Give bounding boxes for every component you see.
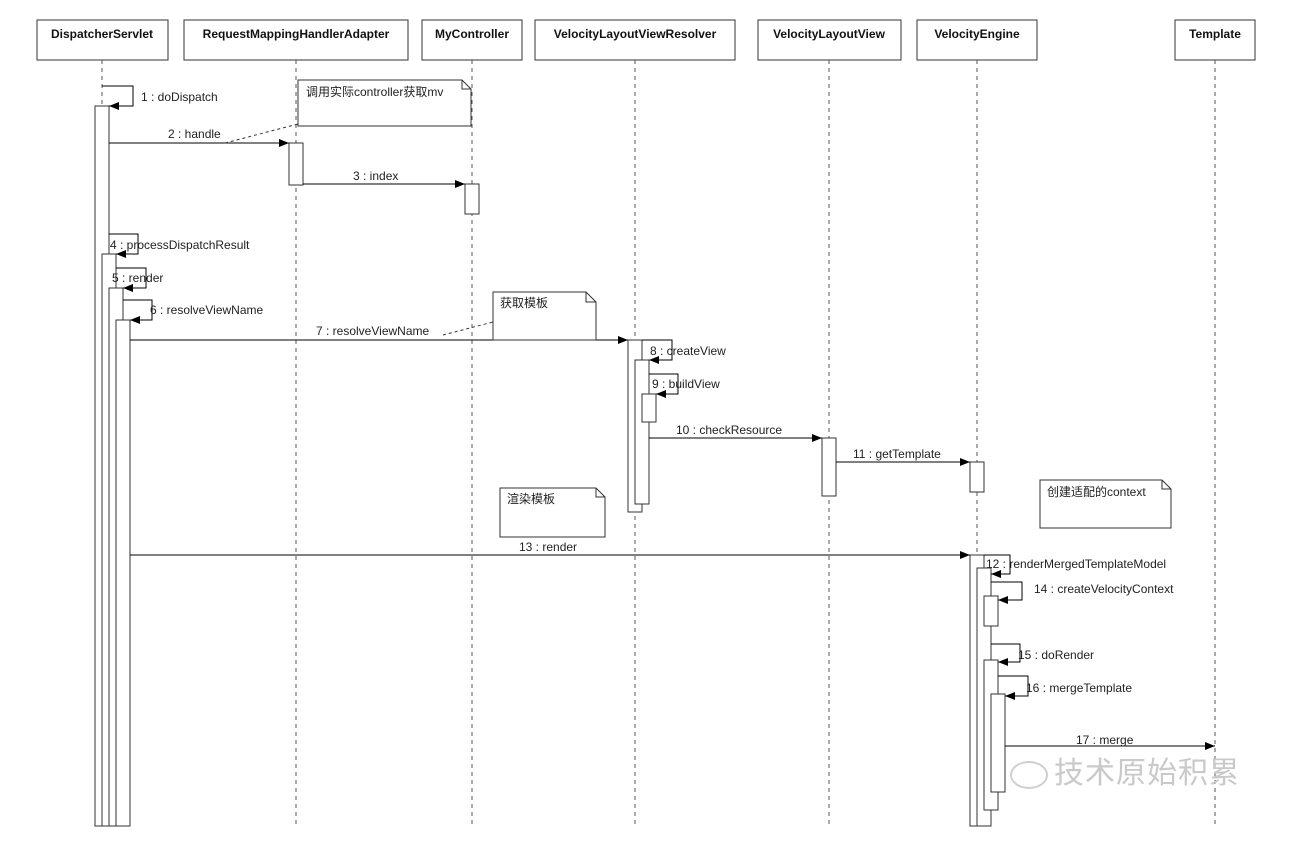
svg-text:VelocityLayoutViewResolver: VelocityLayoutViewResolver	[554, 27, 717, 41]
activation-resolver-3	[641, 393, 657, 423]
note-4: 创建适配的context	[1039, 479, 1172, 529]
participant-velocitylayoutviewresolver: VelocityLayoutViewResolver	[534, 19, 736, 824]
watermark: 技术原始积累	[1010, 748, 1240, 792]
message-4: 4 : processDispatchResult	[109, 233, 250, 258]
message-13: 13 : render	[130, 540, 970, 559]
participant-velocityengine: VelocityEngine	[916, 19, 1038, 824]
svg-text:10 : checkResource: 10 : checkResource	[676, 423, 782, 437]
message-2: 2 : handle	[109, 127, 289, 147]
watermark-text: 技术原始积累	[1054, 756, 1240, 791]
svg-text:2 : handle: 2 : handle	[168, 127, 221, 141]
svg-text:7 : resolveViewName: 7 : resolveViewName	[316, 324, 429, 338]
svg-text:11 : getTemplate: 11 : getTemplate	[853, 447, 941, 461]
activation-layoutview	[821, 437, 837, 497]
participant-requestmappinghandleradapter: RequestMappingHandlerAdapter	[183, 19, 409, 824]
svg-text:13 : render: 13 : render	[519, 540, 577, 554]
svg-text:DispatcherServlet: DispatcherServlet	[51, 27, 153, 41]
activation-dispatcher-4	[115, 319, 131, 827]
svg-text:12 : renderMergedTemplateModel: 12 : renderMergedTemplateModel	[986, 557, 1166, 571]
svg-text:RequestMappingHandlerAdapter: RequestMappingHandlerAdapter	[203, 27, 390, 41]
svg-text:创建适配的context: 创建适配的context	[1047, 484, 1146, 499]
message-10: 10 : checkResource	[649, 423, 822, 442]
activation-adapter	[288, 142, 304, 186]
activation-engine-1	[969, 461, 985, 493]
message-12: 12 : renderMergedTemplateModel	[984, 554, 1166, 578]
activation-resolver-2	[634, 359, 650, 505]
message-14: 14 : createVelocityContext	[991, 581, 1174, 604]
svg-text:4 : processDispatchResult: 4 : processDispatchResult	[110, 238, 250, 252]
svg-text:9 : buildView: 9 : buildView	[652, 377, 720, 391]
svg-text:VelocityEngine: VelocityEngine	[934, 27, 1020, 41]
message-8: 8 : createView	[642, 339, 726, 364]
svg-text:15 : doRender: 15 : doRender	[1018, 648, 1094, 662]
note-1: 调用实际controller获取mv	[224, 79, 472, 144]
svg-text:Template: Template	[1189, 27, 1241, 41]
message-17: 17 : merge	[1005, 733, 1215, 750]
svg-text:调用实际controller获取mv: 调用实际controller获取mv	[306, 84, 443, 99]
svg-text:1 : doDispatch: 1 : doDispatch	[141, 90, 218, 104]
message-15: 15 : doRender	[991, 643, 1094, 666]
message-6: 6 : resolveViewName	[123, 299, 263, 324]
svg-text:获取模板: 获取模板	[500, 296, 548, 310]
participant-template: Template	[1174, 19, 1256, 824]
svg-text:6 : resolveViewName: 6 : resolveViewName	[150, 303, 263, 317]
message-1: 1 : doDispatch	[102, 85, 218, 110]
participant-dispatcherservlet: DispatcherServlet	[36, 19, 169, 824]
activation-engine-4	[983, 595, 999, 627]
svg-text:5 : render: 5 : render	[112, 271, 163, 285]
activation-bars	[94, 105, 1006, 827]
svg-text:3 : index: 3 : index	[353, 169, 398, 183]
svg-text:14 : createVelocityContext: 14 : createVelocityContext	[1034, 582, 1174, 596]
note-2: 获取模板	[442, 291, 597, 341]
participant-mycontroller: MyController	[421, 19, 523, 824]
svg-text:渲染模板: 渲染模板	[507, 491, 555, 506]
wechat-icon	[1010, 760, 1048, 789]
svg-text:VelocityLayoutView: VelocityLayoutView	[773, 27, 885, 41]
message-16: 16 : mergeTemplate	[998, 675, 1132, 700]
message-11: 11 : getTemplate	[836, 447, 970, 466]
note-3: 渲染模板	[499, 487, 606, 538]
svg-text:8 : createView: 8 : createView	[650, 344, 726, 358]
svg-text:16 : mergeTemplate: 16 : mergeTemplate	[1026, 681, 1132, 695]
svg-text:17 : merge: 17 : merge	[1076, 733, 1134, 747]
message-9: 9 : buildView	[649, 373, 720, 398]
activation-mycontroller	[464, 183, 480, 215]
message-5: 5 : render	[112, 267, 163, 292]
participant-velocitylayoutview: VelocityLayoutView	[757, 19, 902, 824]
message-3: 3 : index	[303, 169, 465, 188]
svg-text:MyController: MyController	[435, 27, 509, 41]
activation-engine-6	[990, 693, 1006, 793]
